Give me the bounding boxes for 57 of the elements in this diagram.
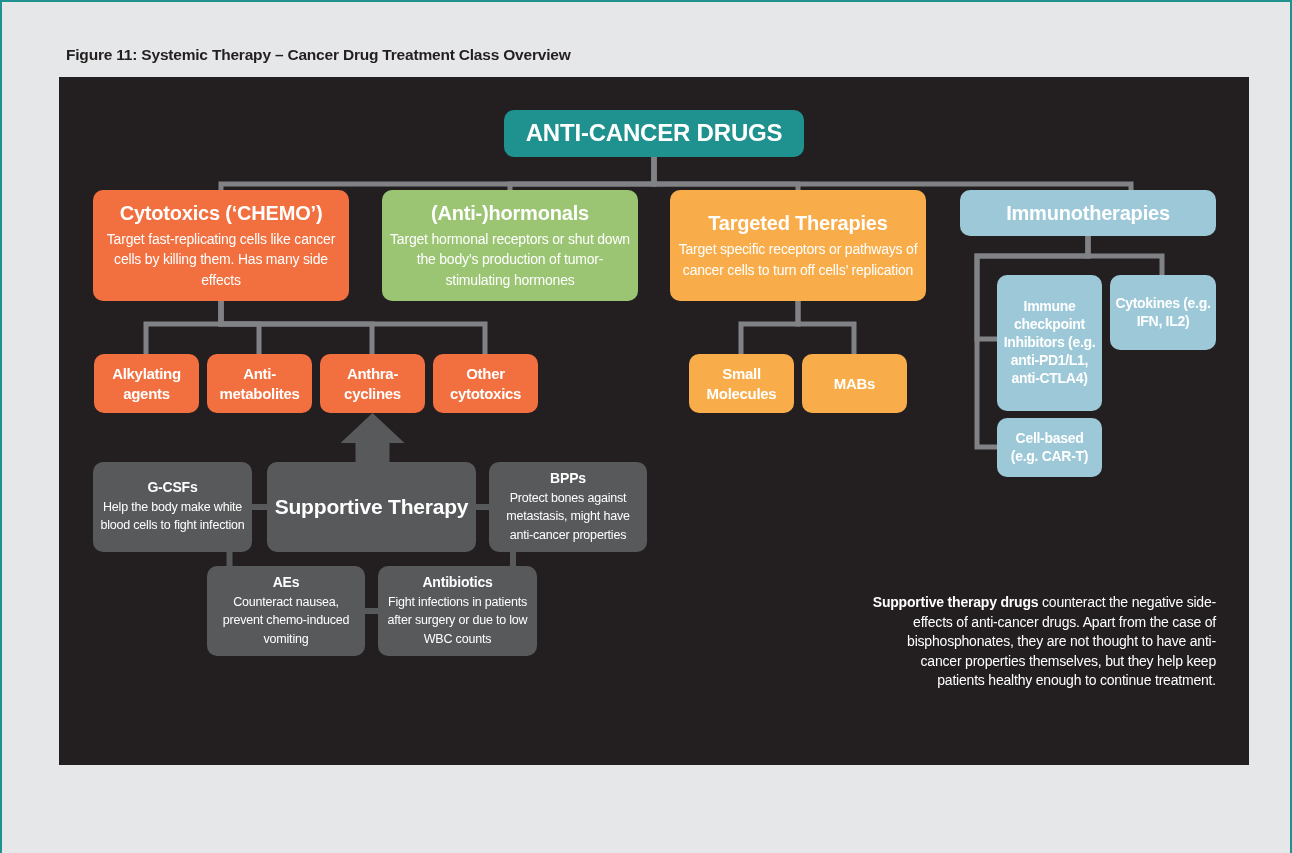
node-title: Cell-based (e.g. CAR-T) xyxy=(1009,429,1090,466)
node-title: Antibiotics xyxy=(422,574,493,593)
supportive-therapy-box xyxy=(267,462,476,552)
node-description: Target hormonal receptors or shut down the body’s production of tumor-stimulating hormones xyxy=(389,230,631,290)
root-box xyxy=(504,110,804,157)
node-title: Anthra- cyclines xyxy=(343,364,402,403)
supportive-box xyxy=(378,566,537,656)
node-description: Protect bones against metastasis, might have anti-cancer properties xyxy=(505,490,631,544)
node-title: G-CSFs xyxy=(147,479,198,498)
category-box xyxy=(670,190,926,301)
supportive-box xyxy=(207,566,365,656)
node-title: Small Molecules xyxy=(705,364,778,403)
supportive-box xyxy=(93,462,252,552)
node-title: BPPs xyxy=(550,470,586,489)
subcategory-box xyxy=(689,354,794,413)
subcategory-box xyxy=(802,354,907,413)
node-description: Target fast-replicating cells like cancer cells by killing them. Has many side effects xyxy=(105,230,337,290)
node-title: Immunotherapies xyxy=(1006,201,1170,225)
node-title: Cytokines (e.g. IFN, IL2) xyxy=(1115,294,1211,331)
category-box xyxy=(382,190,638,301)
connector-line xyxy=(252,504,267,510)
connector-line xyxy=(651,157,1134,190)
figure-title: Figure 11: Systemic Therapy – Cancer Drug Treatment Class Overview xyxy=(66,46,571,64)
note-text: Supportive therapy drugs counteract the negative side-effects of anti-cancer drugs. Apart from the case of bisphosphonates, they are not thought to have anti-cancer properties themselves, but they help keep patients healthy enough to continue treatment. xyxy=(871,593,1216,691)
connector-line xyxy=(795,301,857,354)
connector-line xyxy=(218,301,488,354)
node-description: Counteract nausea, prevent chemo-induced vomiting xyxy=(221,594,351,648)
subcategory-box xyxy=(320,354,425,413)
node-title: Alkylating agents xyxy=(111,364,182,403)
subcategory-box xyxy=(433,354,538,413)
category-box xyxy=(960,190,1216,236)
node-description: Fight infections in patients after surgery or due to low WBC counts xyxy=(386,594,529,648)
node-title: Cytotoxics (‘CHEMO’) xyxy=(119,201,323,226)
node-title: AEs xyxy=(272,574,300,593)
node-title: Other cytotoxics xyxy=(448,364,523,403)
subcategory-box xyxy=(997,418,1102,477)
supportive-box xyxy=(489,462,647,552)
connector-line xyxy=(365,608,378,614)
subcategory-box xyxy=(997,275,1102,411)
connector-line xyxy=(974,236,1091,450)
node-title: Anti- metabolites xyxy=(218,364,301,403)
node-title: ANTI-CANCER DRUGS xyxy=(525,119,783,148)
category-box xyxy=(93,190,349,301)
subcategory-box xyxy=(1110,275,1216,350)
node-description: Help the body make white blood cells to fight infection xyxy=(99,499,246,535)
node-title: Targeted Therapies xyxy=(708,211,888,236)
block-arrow xyxy=(340,413,405,462)
subcategory-box xyxy=(207,354,312,413)
connector-line xyxy=(476,504,489,510)
node-description: Target specific receptors or pathways of cancer cells to turn off cells’ replication xyxy=(677,240,919,280)
node-title: MABs xyxy=(833,373,876,394)
node-title: Supportive Therapy xyxy=(274,493,469,520)
node-title: Immune checkpoint Inhibitors (e.g. anti-PD1/L1, anti-CTLA4) xyxy=(1002,298,1097,388)
connector-line xyxy=(226,552,233,566)
subcategory-box xyxy=(94,354,199,413)
node-title: (Anti-)hormonals xyxy=(431,201,589,226)
connector-line xyxy=(510,552,516,566)
